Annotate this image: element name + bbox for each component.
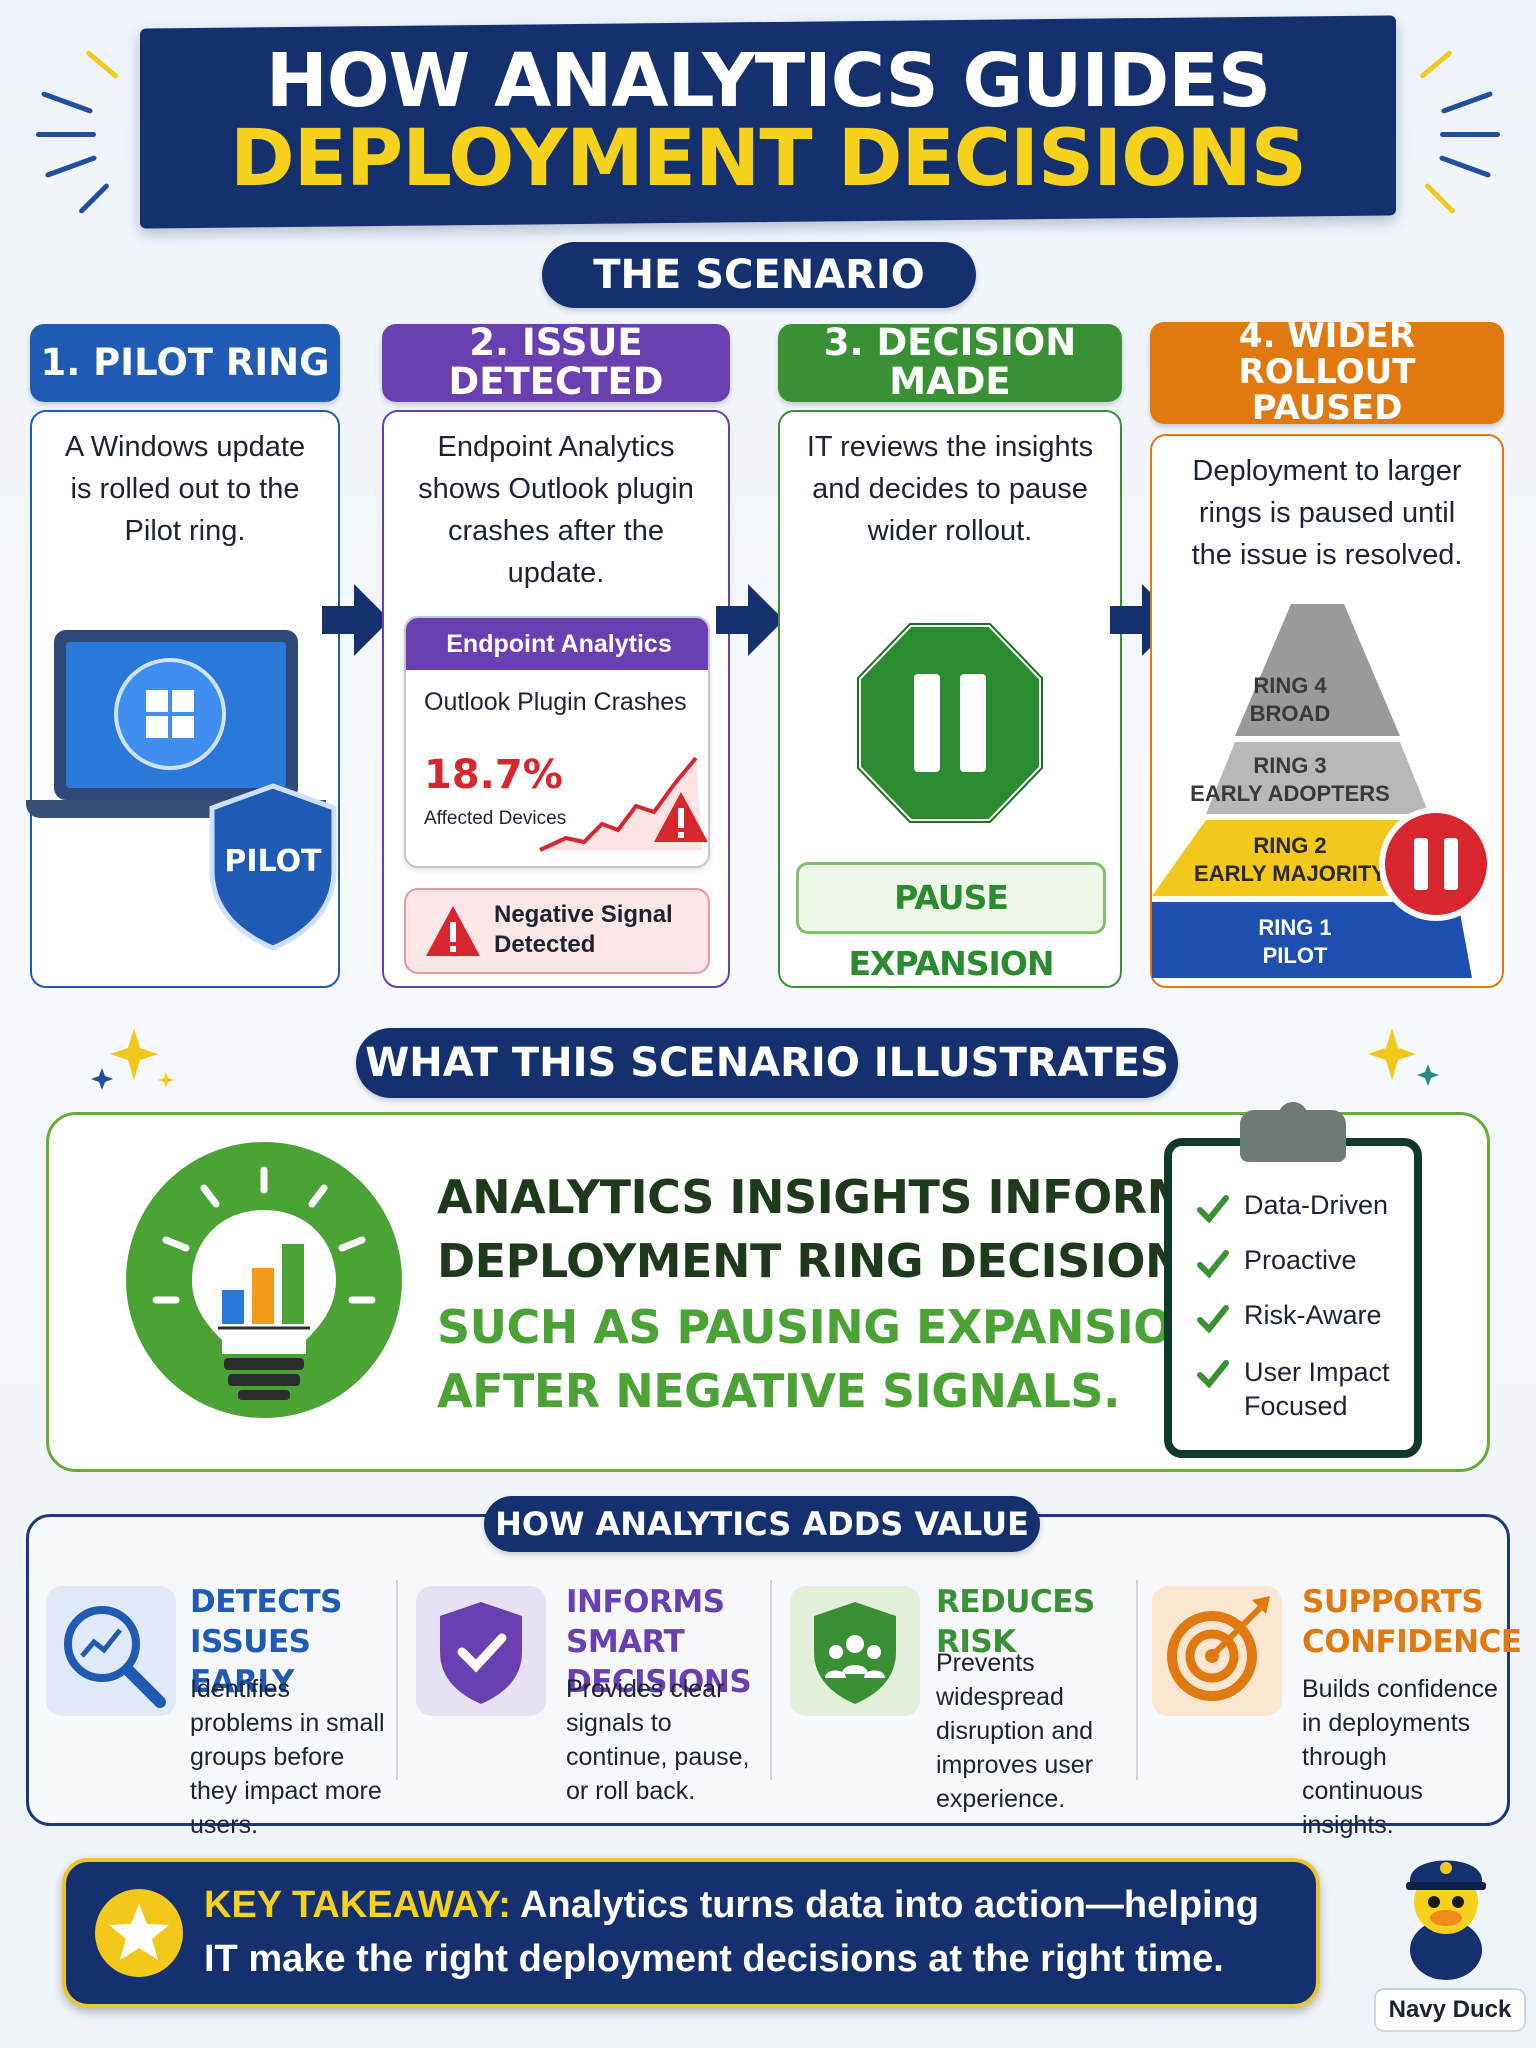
clipboard-clip-icon [1240,1102,1346,1162]
insight-line-1: ANALYTICS INSIGHTS INFORM [437,1170,1192,1224]
alert-icon [426,906,480,956]
checklist-item: Data-Driven [1196,1186,1416,1241]
duck-mascot-icon [1406,1860,1486,1980]
ring-1-label: RING 1 PILOT [1258,915,1332,968]
arrow-right-icon [322,584,390,656]
negative-signal-alert: Negative Signal Detected [404,888,710,974]
step-1-description: A Windows update is rolled out to the Pi… [64,431,306,547]
metric-name: Outlook Plugin Crashes [424,688,687,716]
key-takeaway-text: KEY TAKEAWAY: Analytics turns data into … [204,1878,1294,1986]
value-4-description: Builds confidence in deployments through… [1302,1675,1498,1839]
check-icon [1197,1250,1229,1279]
arrow-right-icon [716,584,784,656]
value-4-title: SUPPORTS CONFIDENCE [1302,1584,1522,1660]
step-4-header: 4. WIDER ROLLOUT PAUSED [1150,316,1504,428]
pause-circle-icon [1379,807,1493,921]
check-icon [1197,1305,1229,1334]
page-subtitle: DEPLOYMENT DECISIONS [230,114,1307,204]
value-4-icon-box [1152,1586,1282,1716]
sparkle-icon [91,1028,174,1090]
checklist-item: Proactive [1196,1241,1416,1296]
navy-duck-mascot [1386,1832,1506,1982]
value-1-title: DETECTS ISSUES EARLY [190,1584,342,1700]
trend-up-icon [539,756,702,852]
shield-check-icon [440,1602,522,1704]
shield-users-icon [814,1602,896,1704]
pilot-badge-label: PILOT [224,844,322,879]
value-divider [770,1580,772,1780]
page-title: HOW ANALYTICS GUIDES [265,38,1271,124]
step-2-header: 2. ISSUE DETECTED [382,321,730,403]
metric-value: 18.7% [424,752,563,798]
mascot-label: Navy Duck [1374,1988,1526,2032]
value-3-icon-box [790,1586,920,1716]
value-divider [396,1580,398,1780]
arrow-right-icon [1110,584,1178,656]
scenario-heading: THE SCENARIO [542,242,976,308]
step-1-header: 1. PILOT RING [30,324,340,402]
step-3-header-label: 3. DECISION MADE [823,321,1077,403]
checklist-item: Risk-Aware [1196,1296,1416,1351]
ring-3-label: RING 3 EARLY ADOPTERS [1190,753,1390,806]
value-3-title: REDUCES RISK [936,1584,1095,1660]
ring-4-label: RING 4 BROAD [1249,673,1331,726]
value-heading: HOW ANALYTICS ADDS VALUE [484,1496,1040,1552]
illustrates-heading: WHAT THIS SCENARIO ILLUSTRATES [356,1028,1178,1098]
insight-line-2: DEPLOYMENT RING DECISIONS, [437,1234,1233,1288]
warning-triangle-icon [654,792,708,842]
key-takeaway-label: KEY TAKEAWAY: [204,1884,511,1926]
value-3-description: Prevents widespread disruption and impro… [936,1649,1094,1813]
alert-text: Negative Signal Detected [494,901,673,958]
target-icon [1167,1596,1270,1701]
step-4-description: Deployment to larger rings is paused unt… [1191,455,1463,571]
key-takeaway-banner [62,1858,1320,2008]
step-4-header-label: 4. WIDER ROLLOUT PAUSED [1238,316,1416,428]
value-2-icon-box [416,1586,546,1716]
pause-expansion-label: PAUSE EXPANSION [848,878,1054,983]
value-1-icon-box [46,1586,176,1716]
analytics-panel-title: Endpoint Analytics [406,618,708,670]
ring-2-label: RING 2 EARLY MAJORITY [1194,833,1386,886]
step-2-description: Endpoint Analytics shows Outlook plugin … [418,431,694,589]
step-3-description: IT reviews the insights and decides to p… [806,431,1094,547]
check-icon [1197,1195,1229,1224]
key-takeaway-body: Analytics turns data into action—helping… [204,1884,1260,1980]
lightbulb-chart-icon [126,1142,402,1418]
magnifier-chart-icon [64,1606,166,1708]
analytics-panel: Endpoint Analytics Outlook Plugin Crashe… [404,616,710,868]
sparkle-icon [1368,1028,1439,1086]
metric-label: Affected Devices [424,808,567,829]
checklist: Data-Driven Proactive Risk-Aware User Im… [1196,1186,1416,1431]
windows-logo-icon [114,658,226,770]
pause-stop-sign-icon [855,621,1045,825]
value-2-title: INFORMS SMART DECISIONS [566,1584,752,1700]
check-icon [1197,1360,1229,1389]
checklist-item: User Impact Focused [1196,1351,1416,1431]
step-3-header: 3. DECISION MADE [778,321,1122,403]
insight-line-3: SUCH AS PAUSING EXPANSION [437,1300,1210,1354]
value-1-description: Identifies problems in small groups befo… [190,1675,385,1839]
step-1-header-label: 1. PILOT RING [40,340,330,384]
pilot-shield-icon: PILOT [206,782,340,952]
step-2-header-label: 2. ISSUE DETECTED [448,321,664,403]
star-icon [95,1889,183,1977]
value-2-description: Provides clear signals to continue, paus… [566,1675,750,1805]
pause-expansion-button[interactable]: PAUSE EXPANSION [796,862,1106,983]
insight-line-4: AFTER NEGATIVE SIGNALS. [437,1364,1121,1418]
value-divider [1136,1580,1138,1780]
checklist-clipboard [1164,1138,1422,1458]
